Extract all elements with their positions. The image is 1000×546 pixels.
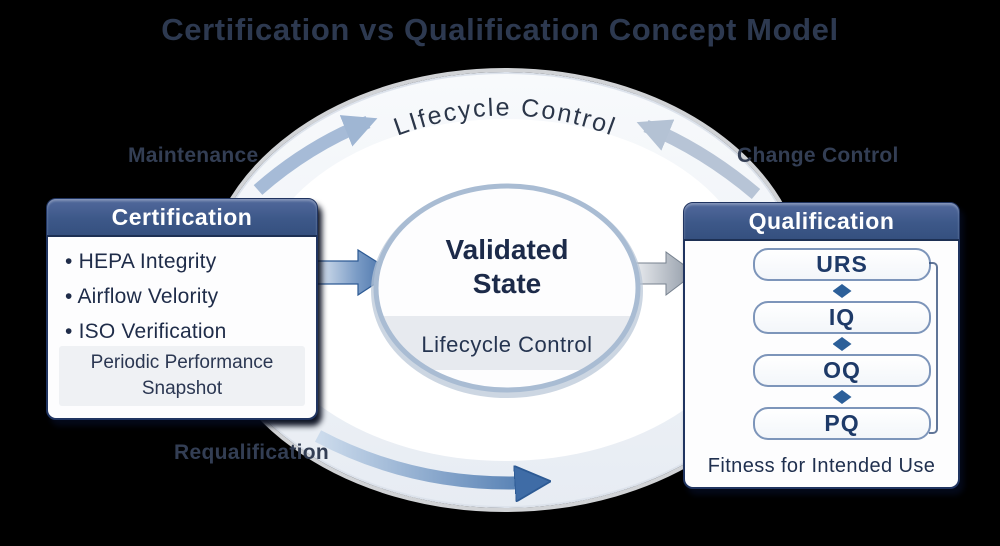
diamond-arrow-icon [832, 284, 852, 298]
fitness-footer-label: Fitness for Intended Use [707, 455, 936, 477]
stage-box-pq: PQ [753, 407, 931, 440]
qualification-card-header: Qualification [684, 203, 959, 241]
qualification-card: Qualification URS IQ OQ PQ Fitness for I… [683, 202, 960, 489]
bullet-item: Airflow Velority [65, 285, 316, 309]
cycle-arrow-bottom-icon [314, 430, 540, 483]
page-title: Certification vs Qualification Concept M… [161, 12, 839, 47]
inner-ellipse-border [373, 183, 641, 393]
certification-bullet-list: HEPA Integrity Airflow Velority ISO Veri… [48, 237, 316, 344]
periodic-performance-snapshot-box: Periodic Performance Snapshot [59, 346, 305, 406]
maintenance-label: Maintenance [128, 144, 259, 167]
inner-band-label: Lifecycle Control [421, 332, 592, 357]
inner-ellipse-band [378, 316, 636, 370]
bullet-item: ISO Verification [65, 320, 316, 344]
diamond-arrow-icon [832, 337, 852, 351]
bullet-item: HEPA Integrity [65, 250, 316, 274]
cycle-arrow-top-right-icon [636, 119, 761, 199]
validated-state-line1: Validated [446, 234, 569, 265]
diamond-arrow-icon [832, 390, 852, 404]
cycle-arrow-top-left-icon [253, 115, 378, 195]
stage-box-iq: IQ [753, 301, 931, 334]
stage-box-urs: URS [753, 248, 931, 281]
requalification-label: Requalification [174, 441, 330, 464]
change-control-label: Change Control [737, 144, 899, 167]
validated-state-line2: State [473, 268, 541, 299]
stage-bracket [929, 262, 938, 434]
stage-box-oq: OQ [753, 354, 931, 387]
qualification-stage-stack: URS IQ OQ PQ [753, 248, 931, 440]
certification-card: Certification HEPA Integrity Airflow Vel… [46, 198, 318, 420]
certification-card-header: Certification [47, 199, 317, 237]
